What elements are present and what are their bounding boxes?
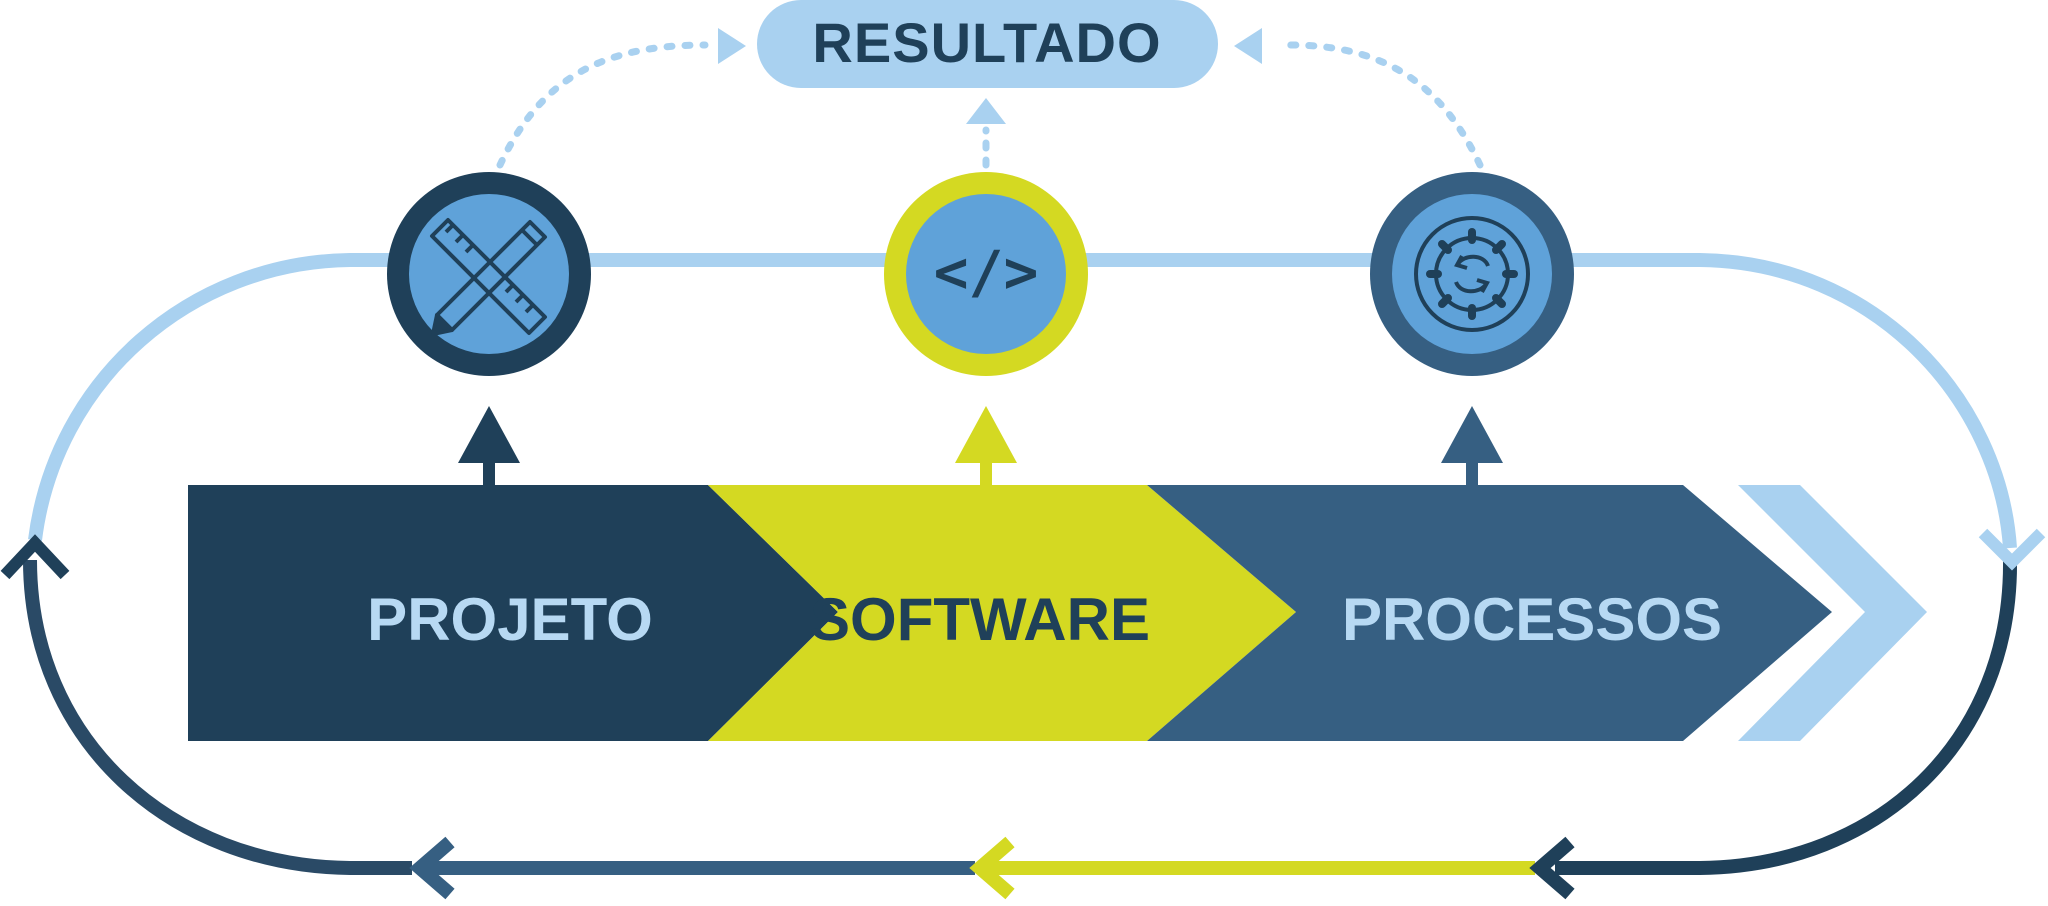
stage-label-projeto: PROJETO [367, 586, 653, 653]
code-brackets-icon: </> [934, 238, 1039, 306]
stage-band-processos [1147, 485, 1832, 741]
stage-node-projeto [387, 172, 591, 376]
result-arrow-right-icon [1234, 28, 1262, 64]
dotted-connector-right [1286, 41, 1484, 169]
stage-node-processos [1370, 172, 1574, 376]
stage-up-arrow-processos [1441, 406, 1503, 488]
gear-cycle-icon [1414, 216, 1530, 332]
dotted-connector-left [496, 41, 709, 169]
left-up-arrow-icon [0, 534, 70, 580]
result-node: RESULTADO [757, 0, 1218, 88]
result-arrow-left-icon [718, 28, 746, 64]
stage-up-arrow-software [955, 406, 1017, 488]
outer-loop-bottom-right [1555, 559, 2018, 875]
result-arrow-up-icon [966, 98, 1006, 124]
stage-node-software: </> [884, 172, 1088, 376]
bottom-left-arrow-navy-icon [1529, 836, 1575, 900]
trailing-chevron-icon [1738, 485, 1927, 741]
result-label: RESULTADO [812, 11, 1161, 74]
stage-band-projeto [188, 485, 838, 741]
ruler-pencil-icon [430, 218, 547, 336]
bottom-left-arrow-steel-icon [409, 836, 455, 900]
stage-label-processos: PROCESSOS [1342, 586, 1722, 653]
outer-loop-bottom-left [23, 559, 412, 875]
bottom-left-arrow-lime-icon [969, 836, 1015, 900]
stage-band-software [708, 485, 1296, 741]
stage-label-software: SOFTWARE [810, 586, 1150, 653]
stage-up-arrow-projeto [458, 406, 520, 488]
right-down-arrow-icon [1978, 528, 2046, 571]
